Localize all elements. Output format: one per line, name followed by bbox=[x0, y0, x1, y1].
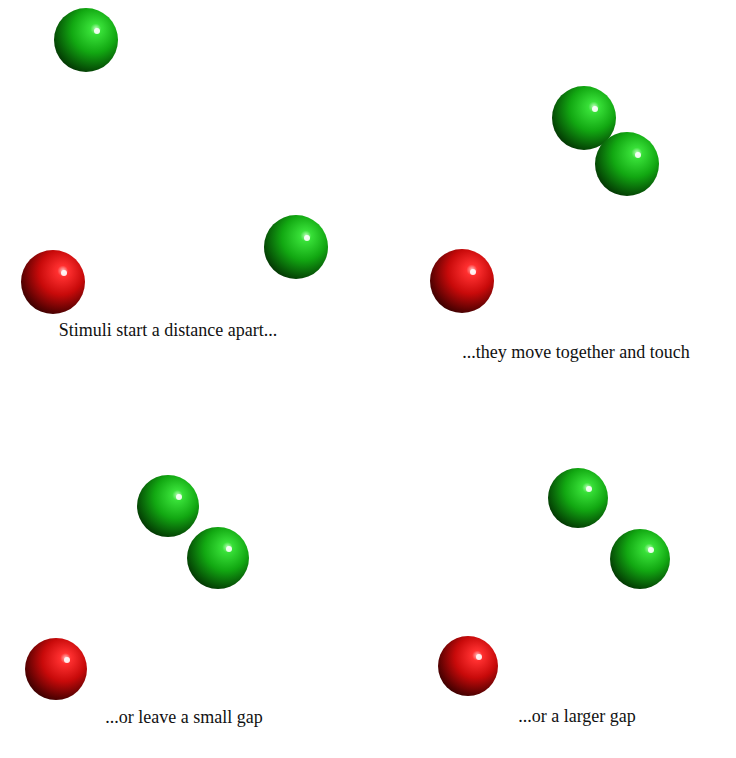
green-sphere bbox=[264, 215, 328, 279]
green-sphere bbox=[54, 8, 118, 72]
panel-caption: ...or a larger gap bbox=[518, 706, 636, 727]
panel-caption: Stimuli start a distance apart... bbox=[59, 320, 277, 341]
green-sphere bbox=[548, 468, 608, 528]
panel-caption: ...they move together and touch bbox=[462, 342, 689, 363]
green-sphere bbox=[137, 475, 199, 537]
red-sphere bbox=[430, 249, 494, 313]
green-sphere bbox=[610, 529, 670, 589]
red-sphere bbox=[25, 638, 87, 700]
panel-caption: ...or leave a small gap bbox=[105, 707, 262, 728]
red-sphere bbox=[438, 636, 498, 696]
red-sphere bbox=[21, 250, 85, 314]
green-sphere bbox=[595, 132, 659, 196]
green-sphere bbox=[187, 527, 249, 589]
